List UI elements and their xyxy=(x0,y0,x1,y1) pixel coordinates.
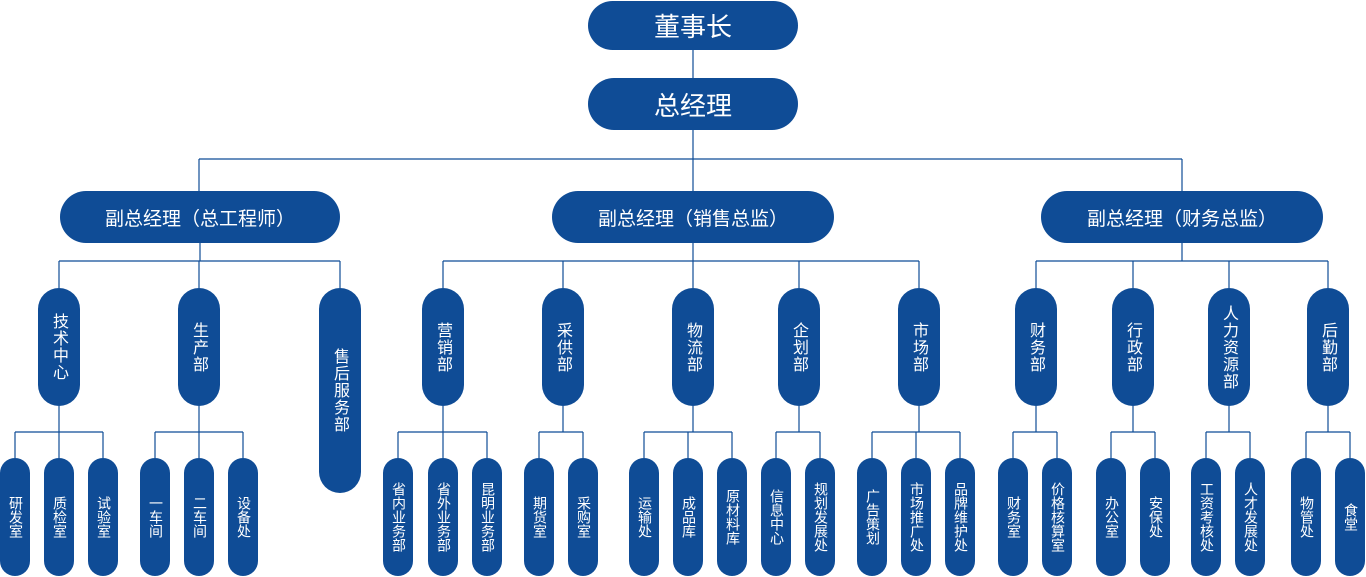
sub-unit-node: 市场推广处 xyxy=(901,458,931,576)
sub-unit-node: 研发室 xyxy=(0,458,30,576)
sub-unit-node: 规划发展处 xyxy=(805,458,835,576)
department-node: 市场部 xyxy=(898,288,940,406)
sub-unit-node: 试验室 xyxy=(88,458,118,576)
department-node: 企划部 xyxy=(778,288,820,406)
vp-node: 副总经理（销售总监） xyxy=(552,191,834,243)
sub-unit-node: 昆明业务部 xyxy=(472,458,502,576)
sub-unit-node: 财务室 xyxy=(998,458,1028,576)
sub-unit-node: 原材料库 xyxy=(717,458,747,576)
sub-unit-node: 二车间 xyxy=(184,458,214,576)
department-node: 营销部 xyxy=(422,288,464,406)
sub-unit-node: 工资考核处 xyxy=(1191,458,1221,576)
sub-unit-node: 品牌维护处 xyxy=(945,458,975,576)
general-manager-node: 总经理 xyxy=(588,78,798,130)
sub-unit-node: 运输处 xyxy=(629,458,659,576)
department-node: 后勤部 xyxy=(1307,288,1349,406)
department-node: 采供部 xyxy=(542,288,584,406)
sub-unit-node: 信息中心 xyxy=(761,458,791,576)
sub-unit-node: 安保处 xyxy=(1140,458,1170,576)
sub-unit-node: 办公室 xyxy=(1096,458,1126,576)
sub-unit-node: 广告策划 xyxy=(857,458,887,576)
sub-unit-node: 人才发展处 xyxy=(1235,458,1265,576)
department-node: 财务部 xyxy=(1015,288,1057,406)
sub-unit-node: 质检室 xyxy=(44,458,74,576)
chairman-node: 董事长 xyxy=(588,1,798,50)
department-node: 物流部 xyxy=(672,288,714,406)
sub-unit-node: 价格核算室 xyxy=(1042,458,1072,576)
sub-unit-node: 食堂 xyxy=(1335,458,1365,576)
department-node: 售后服务部 xyxy=(319,288,361,493)
sub-unit-node: 设备处 xyxy=(228,458,258,576)
sub-unit-node: 成品库 xyxy=(673,458,703,576)
sub-unit-node: 一车间 xyxy=(140,458,170,576)
sub-unit-node: 采购室 xyxy=(568,458,598,576)
department-node: 行政部 xyxy=(1112,288,1154,406)
department-node: 人力资源部 xyxy=(1208,288,1250,406)
vp-node: 副总经理（财务总监） xyxy=(1041,191,1323,243)
sub-unit-node: 期货室 xyxy=(524,458,554,576)
department-node: 技术中心 xyxy=(38,288,80,406)
vp-node: 副总经理（总工程师） xyxy=(60,191,340,243)
sub-unit-node: 省外业务部 xyxy=(428,458,458,576)
department-node: 生产部 xyxy=(178,288,220,406)
sub-unit-node: 省内业务部 xyxy=(383,458,413,576)
sub-unit-node: 物管处 xyxy=(1291,458,1321,576)
